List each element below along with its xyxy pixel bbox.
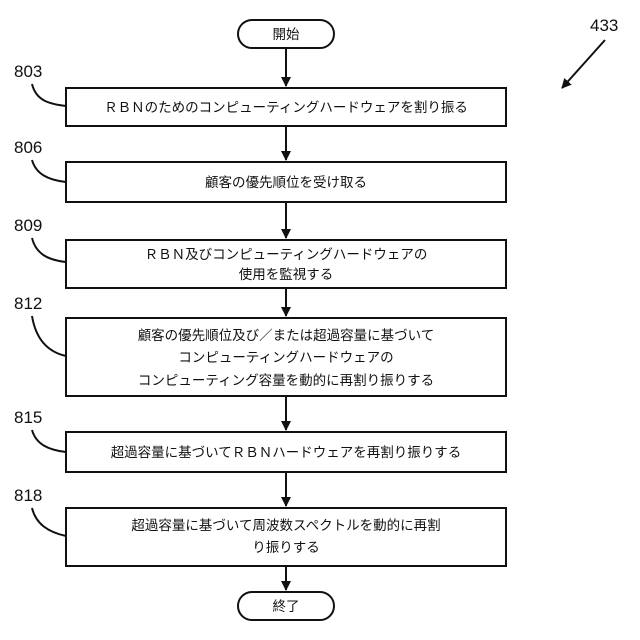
figure-ref-label: 433 <box>590 16 618 35</box>
step-text-line: 超過容量に基づいて周波数スペクトルを動的に再割 <box>131 517 440 534</box>
step-ref-label: 809 <box>14 216 42 235</box>
step-ref-leader <box>32 238 66 262</box>
step-ref-leader <box>32 316 66 356</box>
step-text-line: 使用を監視する <box>239 266 334 283</box>
step-text-line: ＲＢＮ及びコンピューティングハードウェアの <box>145 247 428 263</box>
step-text-line: ＲＢＮのためのコンピューティングハードウェアを割り振る <box>104 99 468 116</box>
figure-ref-arrow <box>562 40 605 88</box>
step-text-line: コンピューティング容量を動的に再割り振りする <box>138 372 434 389</box>
step-text-line: コンピューティングハードウェアの <box>178 350 393 366</box>
step-text-line: 顧客の優先順位及び／または超過容量に基づいて <box>138 327 435 344</box>
step-ref-leader <box>32 84 66 106</box>
step-ref-leader <box>32 160 66 182</box>
step-text-line: り振りする <box>252 540 320 556</box>
step-ref-leader <box>32 508 66 536</box>
end-label: 終了 <box>273 599 300 615</box>
step-812: 812 顧客の優先順位及び／または超過容量に基づいて コンピューティングハードウ… <box>14 294 506 396</box>
step-818: 818 超過容量に基づいて周波数スペクトルを動的に再割 り振りする <box>14 486 506 566</box>
step-815: 815 超過容量に基づいてＲＢＮハードウェアを再割り振りする <box>14 408 506 472</box>
step-809: 809 ＲＢＮ及びコンピューティングハードウェアの 使用を監視する <box>14 216 506 288</box>
step-text-line: 超過容量に基づいてＲＢＮハードウェアを再割り振りする <box>111 444 462 461</box>
step-ref-label: 818 <box>14 486 42 505</box>
step-ref-leader <box>32 430 66 452</box>
start-label: 開始 <box>273 27 300 43</box>
step-box <box>66 508 506 566</box>
step-ref-label: 812 <box>14 294 42 313</box>
step-ref-label: 803 <box>14 62 42 81</box>
step-806: 806 顧客の優先順位を受け取る <box>14 138 506 202</box>
step-text-line: 顧客の優先順位を受け取る <box>205 174 367 191</box>
step-ref-label: 815 <box>14 408 42 427</box>
step-ref-label: 806 <box>14 138 42 157</box>
step-803: 803 ＲＢＮのためのコンピューティングハードウェアを割り振る <box>14 62 506 126</box>
